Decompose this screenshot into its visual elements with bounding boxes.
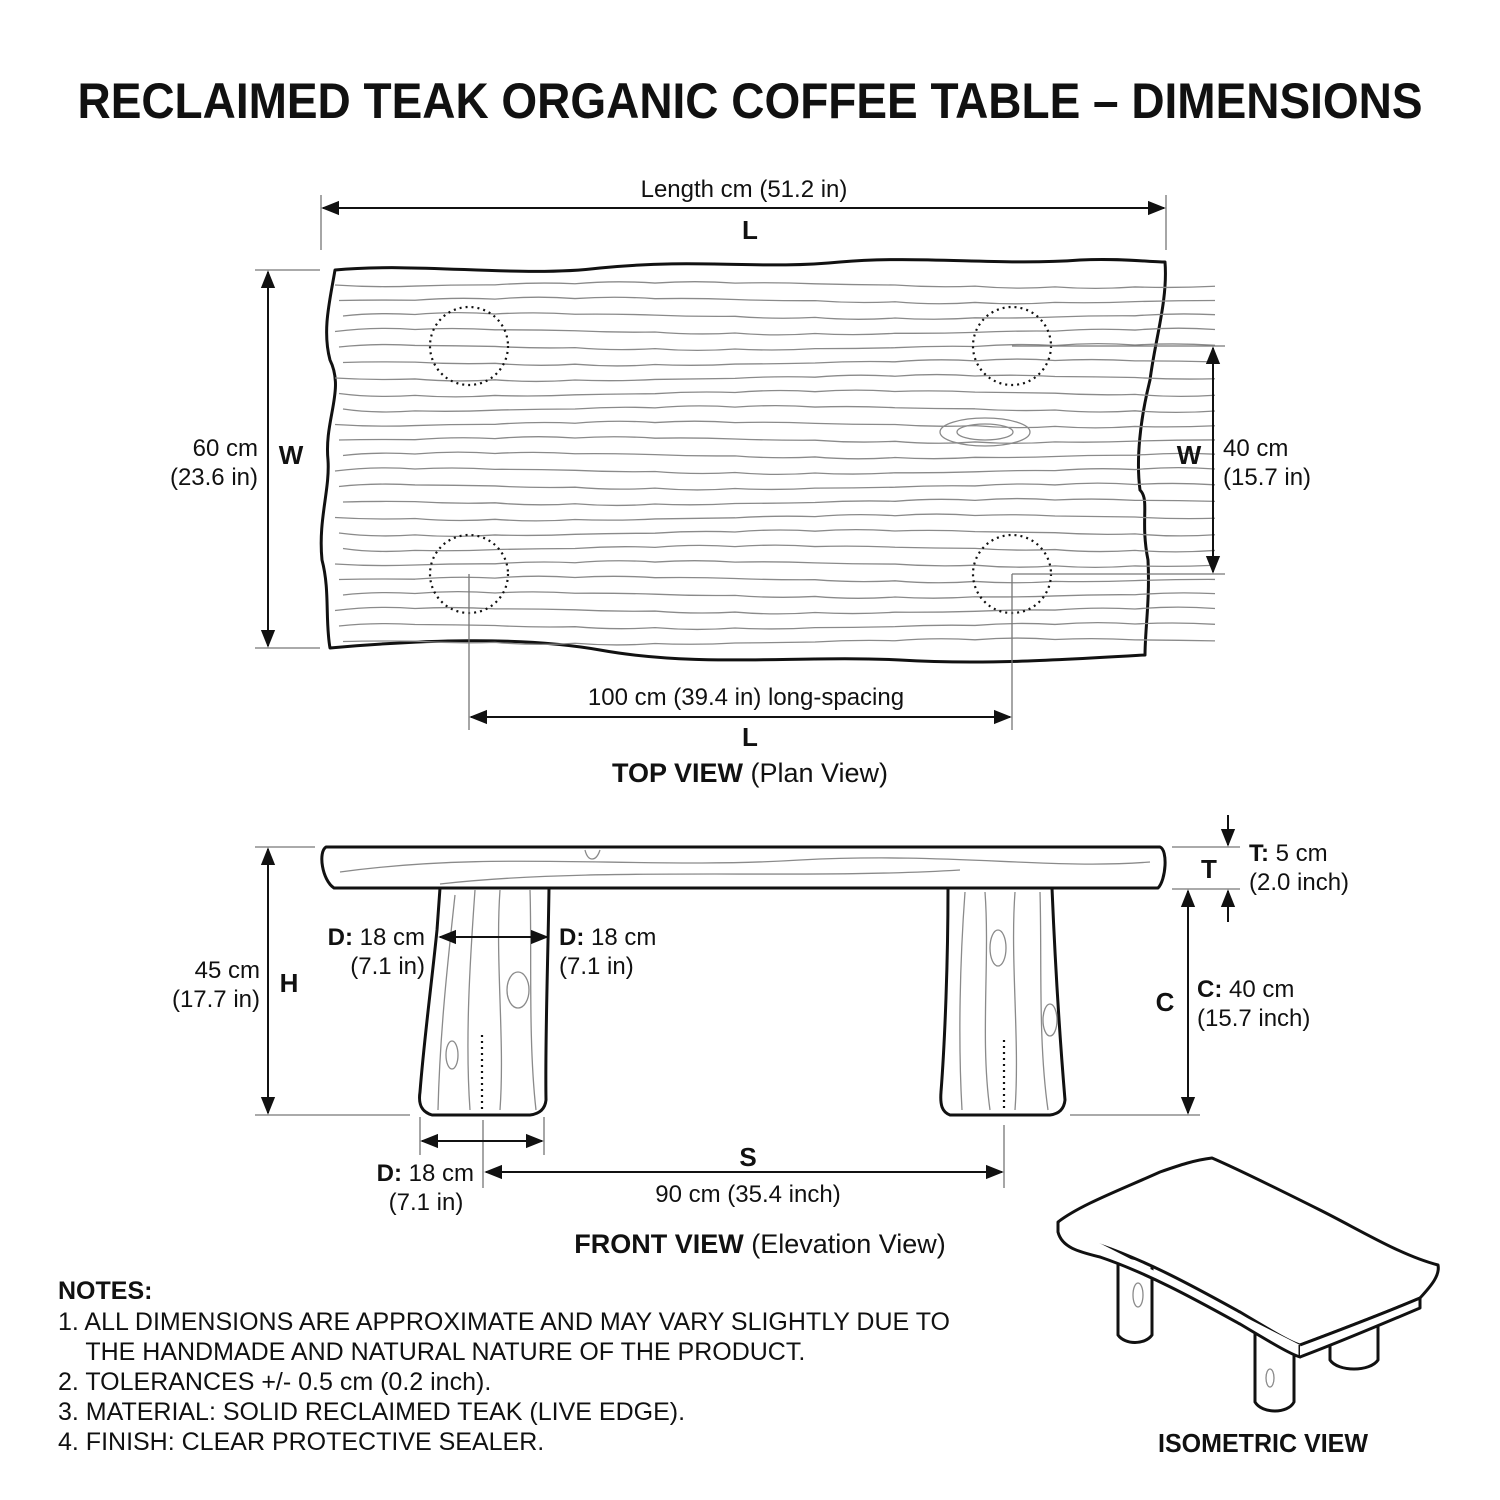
- wood-grain: [334, 281, 1216, 646]
- grain-line: [342, 451, 1216, 460]
- grain-line: [334, 606, 1216, 615]
- grain-line: [338, 389, 1216, 398]
- grain-line: [342, 637, 1216, 646]
- note-line: 1. ALL DIMENSIONS ARE APPROXIMATE AND MA…: [58, 1308, 950, 1336]
- note-line: 3. MATERIAL: SOLID RECLAIMED TEAK (LIVE …: [58, 1398, 685, 1426]
- leg-width-spacing-cm: 40 cm: [1223, 435, 1288, 462]
- grain-line: [338, 575, 1216, 584]
- grain-line: [338, 342, 1216, 352]
- grain-line: [334, 467, 1216, 476]
- clearance-letter: C: [1156, 987, 1175, 1017]
- leg-base-diameter-cm: D: 18 cm: [377, 1160, 474, 1187]
- clearance-cm: C: 40 cm: [1197, 976, 1294, 1003]
- width-letter: W: [279, 440, 304, 470]
- thickness-cm: T: 5 cm: [1249, 840, 1328, 867]
- tabletop-side: [320, 845, 1167, 890]
- grain-line: [342, 544, 1216, 553]
- grain-line: [342, 404, 1216, 414]
- top-view-caption: TOP VIEW (Plan View): [612, 758, 888, 788]
- leg-right: [939, 886, 1067, 1117]
- span-label: 90 cm (35.4 inch): [655, 1181, 840, 1208]
- length-label: Length cm (51.2 in): [641, 176, 848, 203]
- isometric-view: ISOMETRIC VIEW: [1056, 1156, 1440, 1458]
- leg-diameter-right-in: (7.1 in): [559, 953, 634, 980]
- grain-line: [338, 528, 1216, 538]
- leg-width-spacing-in: (15.7 in): [1223, 464, 1311, 491]
- leg-base-diameter-in: (7.1 in): [389, 1189, 464, 1216]
- grain-line: [334, 513, 1216, 522]
- front-view: 45 cm (17.7 in) H D: 18 cm (7.1 in) D: 1…: [172, 815, 1349, 1259]
- grain-line: [334, 560, 1216, 568]
- grain-line: [342, 497, 1216, 507]
- clearance-in: (15.7 inch): [1197, 1005, 1310, 1032]
- grain-line: [338, 296, 1216, 305]
- leg-width-spacing-letter: W: [1177, 440, 1202, 470]
- leg-position-marker: [428, 305, 510, 387]
- isometric-tabletop: [1056, 1156, 1440, 1347]
- notes-heading: NOTES:: [58, 1277, 152, 1305]
- leg-diameter-left-in: (7.1 in): [350, 953, 425, 980]
- grain-line: [342, 590, 1216, 599]
- grain-line: [334, 420, 1216, 429]
- width-cm: 60 cm: [193, 435, 258, 462]
- top-view: Length cm (51.2 in) L 60 cm (23.6 in) W …: [170, 176, 1311, 788]
- grain-line: [334, 373, 1216, 383]
- note-line: 4. FINISH: CLEAR PROTECTIVE SEALER.: [58, 1428, 544, 1456]
- grain-line: [338, 482, 1216, 491]
- knot: [939, 417, 1031, 447]
- grain-line: [334, 281, 1216, 290]
- front-view-caption: FRONT VIEW (Elevation View): [574, 1229, 946, 1259]
- leg-length-spacing-label: 100 cm (39.4 in) long-spacing: [588, 684, 904, 711]
- note-line: 2. TOLERANCES +/- 0.5 cm (0.2 inch).: [58, 1368, 491, 1396]
- grain-line: [334, 327, 1216, 336]
- height-in: (17.7 in): [172, 986, 260, 1013]
- height-letter: H: [280, 968, 299, 998]
- thickness-in: (2.0 inch): [1249, 869, 1349, 896]
- page-title: RECLAIMED TEAK ORGANIC COFFEE TABLE – DI…: [78, 73, 1423, 129]
- grain-line: [342, 311, 1216, 320]
- notes: NOTES: 1. ALL DIMENSIONS ARE APPROXIMATE…: [58, 1277, 950, 1456]
- grain-line: [338, 621, 1216, 631]
- height-cm: 45 cm: [195, 957, 260, 984]
- isometric-caption: ISOMETRIC VIEW: [1158, 1428, 1368, 1458]
- note-line: THE HANDMADE AND NATURAL NATURE OF THE P…: [58, 1338, 805, 1366]
- leg-diameter-left-cm: D: 18 cm: [328, 924, 425, 951]
- length-letter: L: [742, 215, 758, 245]
- grain-line: [338, 436, 1216, 444]
- thickness-letter: T: [1201, 854, 1217, 884]
- leg-length-spacing-letter: L: [742, 722, 758, 752]
- leg-diameter-right-cm: D: 18 cm: [559, 924, 656, 951]
- span-letter: S: [739, 1142, 756, 1172]
- leg-left: [418, 886, 551, 1117]
- grain-line: [342, 358, 1216, 367]
- width-in: (23.6 in): [170, 464, 258, 491]
